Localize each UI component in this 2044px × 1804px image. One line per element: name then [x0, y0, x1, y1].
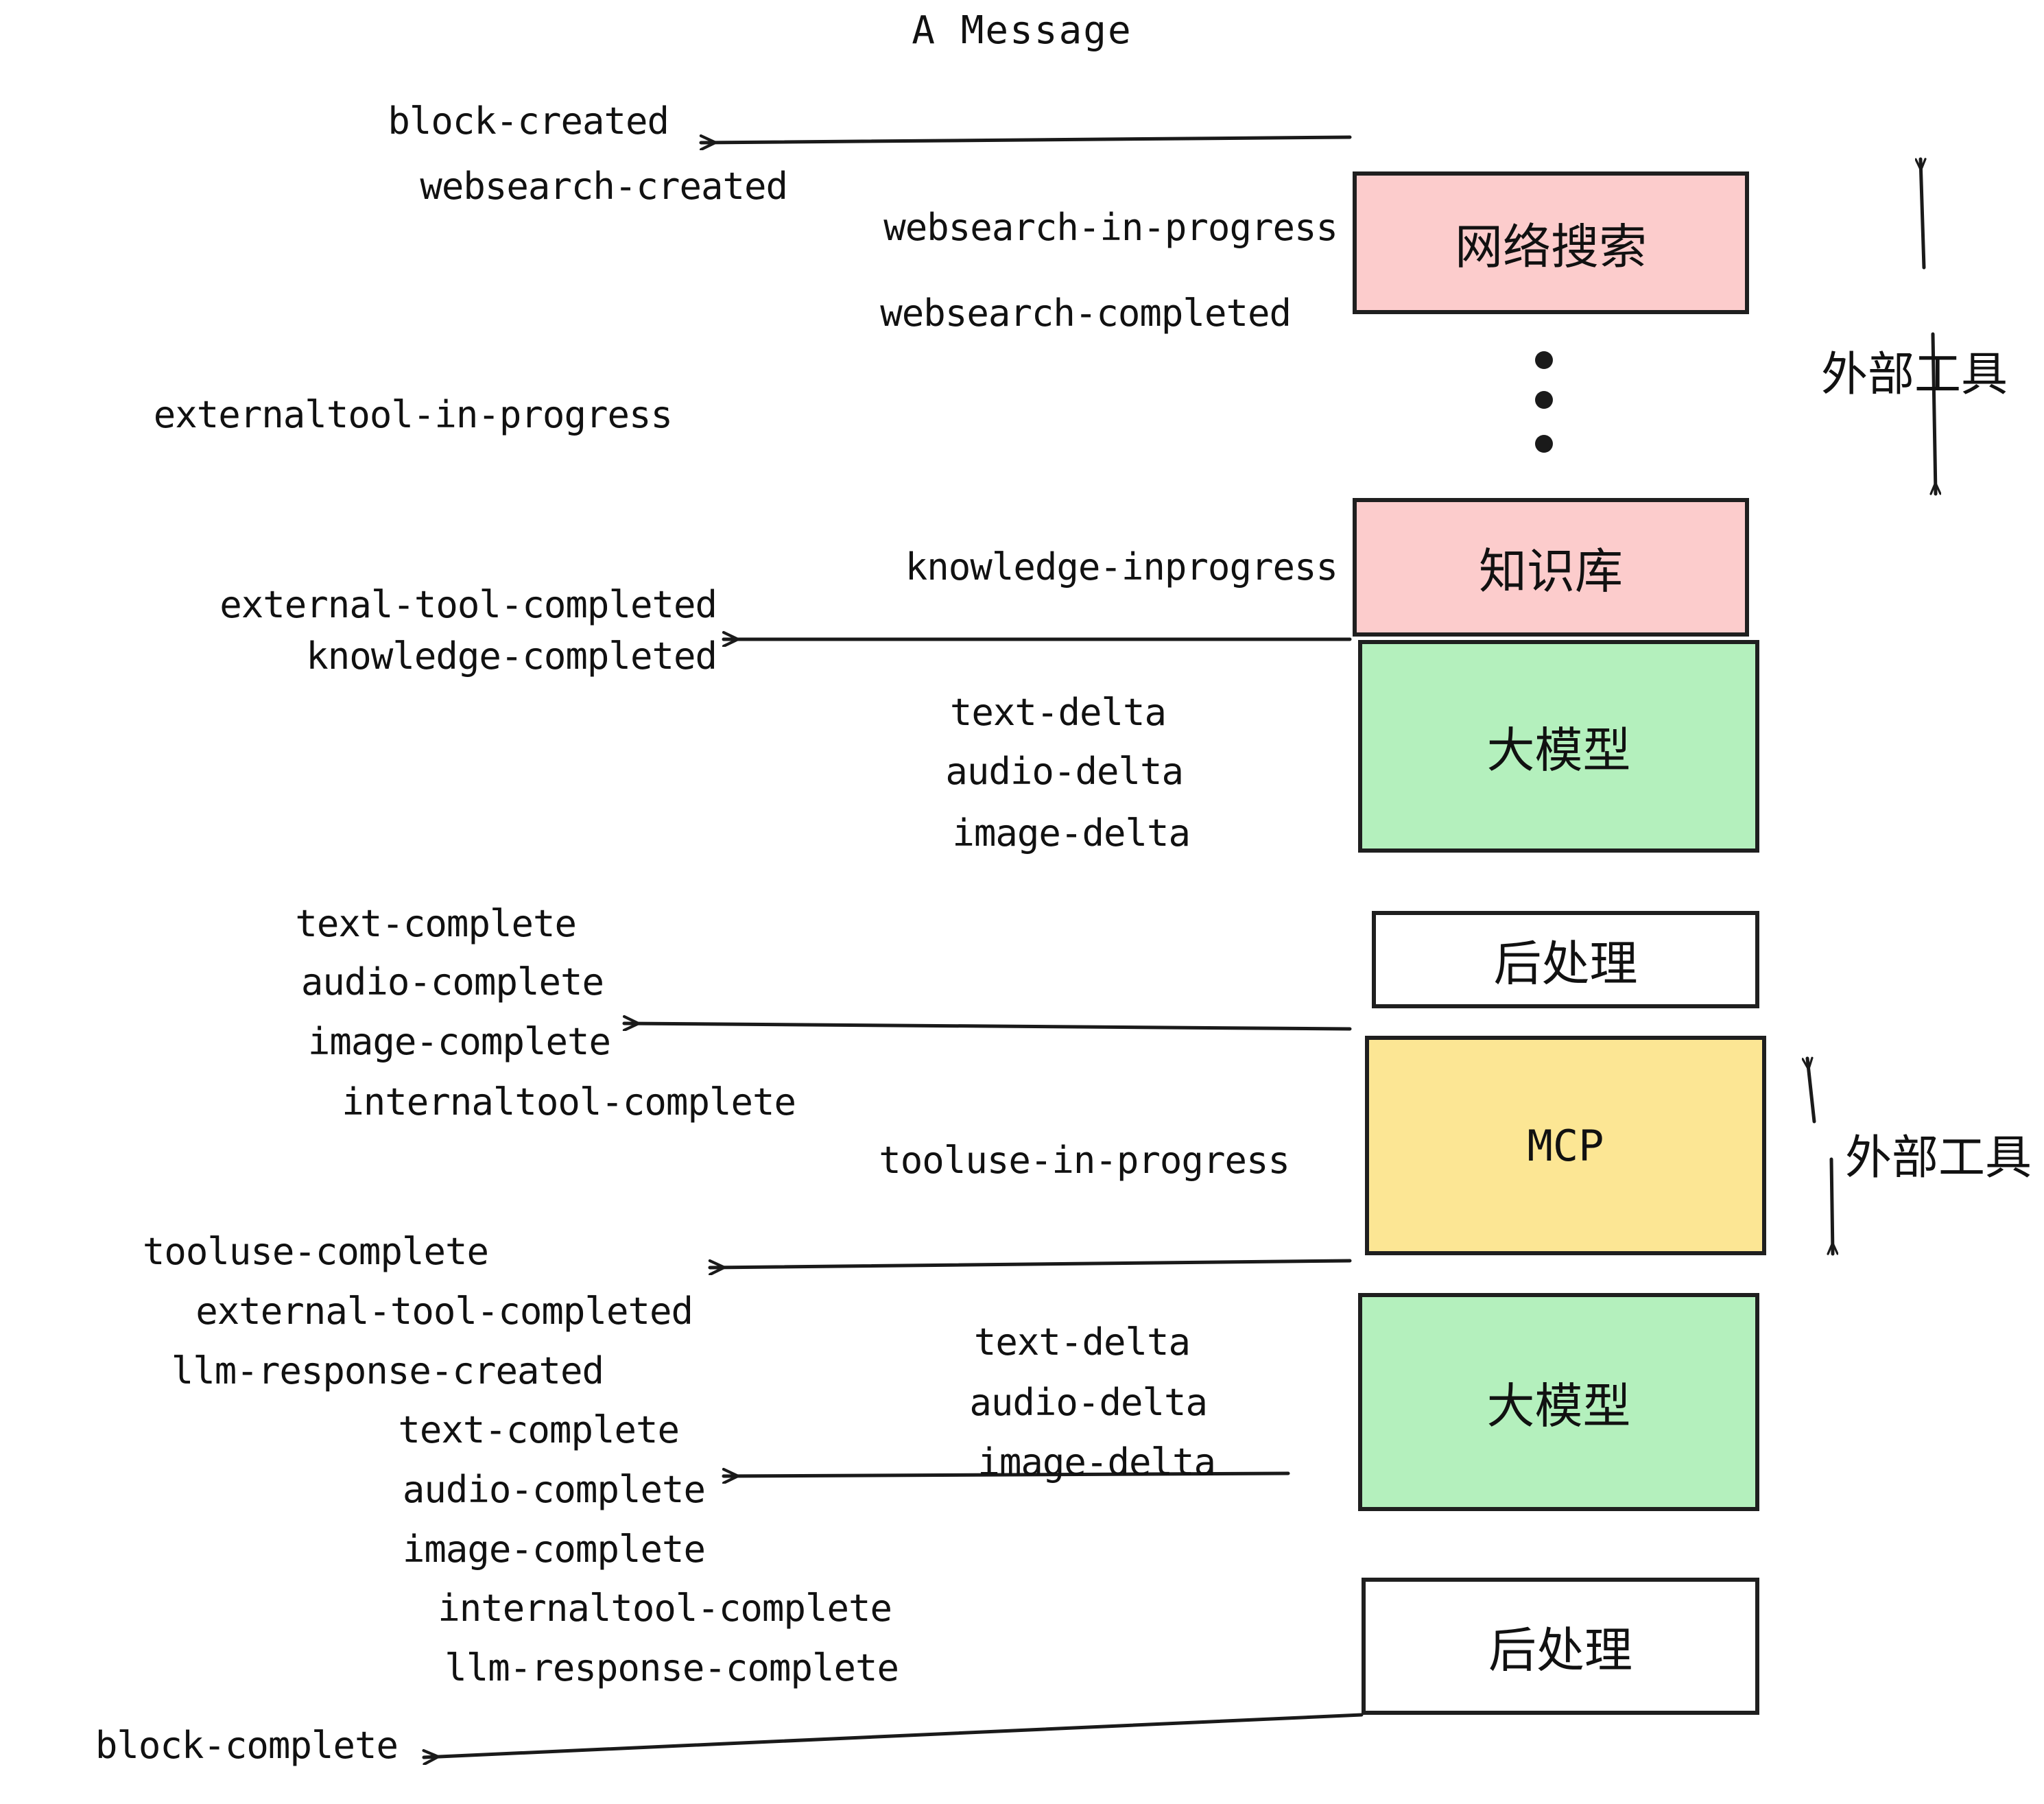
event-label-image-delta-1: image-delta	[952, 811, 1191, 855]
event-label-image-complete-2: image-complete	[402, 1528, 706, 1571]
node-box-mcp[interactable]: MCP	[1365, 1036, 1766, 1255]
vertical-ellipsis-dot-icon	[1535, 435, 1553, 453]
node-box-label: 大模型	[1486, 723, 1631, 777]
event-label-internaltool-complete-1: internaltool-complete	[342, 1080, 796, 1124]
node-box-llm-2[interactable]: 大模型	[1358, 1293, 1759, 1511]
event-label-knowledge-completed: knowledge-completed	[306, 634, 717, 678]
event-label-audio-complete-1: audio-complete	[300, 960, 604, 1004]
event-label-text-delta-1: text-delta	[949, 691, 1167, 734]
event-label-external-tool-completed-1: external-tool-completed	[219, 583, 717, 626]
event-label-tooluse-complete: tooluse-complete	[142, 1230, 489, 1273]
node-box-label: 知识库	[1479, 544, 1623, 598]
node-box-label: 大模型	[1486, 1379, 1631, 1433]
node-box-label: 后处理	[1488, 1623, 1632, 1677]
node-box-postproc-2[interactable]: 后处理	[1362, 1578, 1759, 1715]
arrow-image-complete	[622, 1023, 1352, 1029]
event-label-text-complete-1: text-complete	[295, 902, 577, 945]
arrow-block-created	[699, 137, 1352, 143]
node-box-websearch[interactable]: 网络搜索	[1353, 171, 1749, 314]
ext-tool-up-2	[1807, 1056, 1816, 1124]
node-box-label: MCP	[1527, 1120, 1604, 1171]
event-label-audio-complete-2: audio-complete	[402, 1468, 706, 1511]
event-label-websearch-completed: websearch-completed	[880, 292, 1292, 335]
arrow-tooluse-complete	[708, 1259, 1352, 1268]
side-label-external-tool-top: 外部工具	[1821, 348, 2008, 401]
event-label-llm-response-created: llm-response-created	[171, 1349, 604, 1392]
event-label-image-complete-1: image-complete	[307, 1020, 611, 1063]
event-label-websearch-created: websearch-created	[420, 165, 788, 208]
node-box-knowledge[interactable]: 知识库	[1353, 498, 1749, 637]
vertical-ellipsis-dot-icon	[1535, 391, 1553, 409]
side-label-external-tool-bottom: 外部工具	[1845, 1132, 2032, 1184]
event-label-text-delta-2: text-delta	[973, 1320, 1191, 1364]
ext-tool-up-1	[1921, 157, 1924, 270]
event-label-block-complete: block-complete	[95, 1724, 399, 1767]
event-label-audio-delta-1: audio-delta	[945, 750, 1184, 793]
event-label-websearch-in-progress: websearch-in-progress	[883, 206, 1338, 249]
event-label-text-complete-2: text-complete	[398, 1408, 680, 1451]
event-label-external-tool-completed-2: external-tool-completed	[195, 1290, 693, 1333]
ext-tool-down-2	[1831, 1157, 1833, 1256]
event-label-tooluse-in-progress: tooluse-in-progress	[879, 1139, 1290, 1182]
node-box-label: 后处理	[1493, 936, 1638, 990]
node-box-postproc-1[interactable]: 后处理	[1372, 911, 1759, 1008]
event-label-audio-delta-2: audio-delta	[969, 1381, 1208, 1424]
arrow-block-complete	[424, 1713, 1364, 1757]
event-label-knowledge-inprogress: knowledge-inprogress	[905, 545, 1338, 589]
event-label-block-created: block-created	[388, 99, 669, 143]
node-box-llm-1[interactable]: 大模型	[1358, 640, 1759, 853]
event-label-internaltool-complete-2: internaltool-complete	[438, 1587, 892, 1630]
event-label-llm-response-complete: llm-response-complete	[444, 1646, 899, 1689]
event-label-externaltool-in-progress: externaltool-in-progress	[153, 393, 673, 436]
page-title: A Message	[912, 8, 1132, 53]
event-label-image-delta-2: image-delta	[977, 1440, 1216, 1484]
vertical-ellipsis-dot-icon	[1535, 351, 1553, 369]
node-box-label: 网络搜索	[1455, 219, 1647, 274]
